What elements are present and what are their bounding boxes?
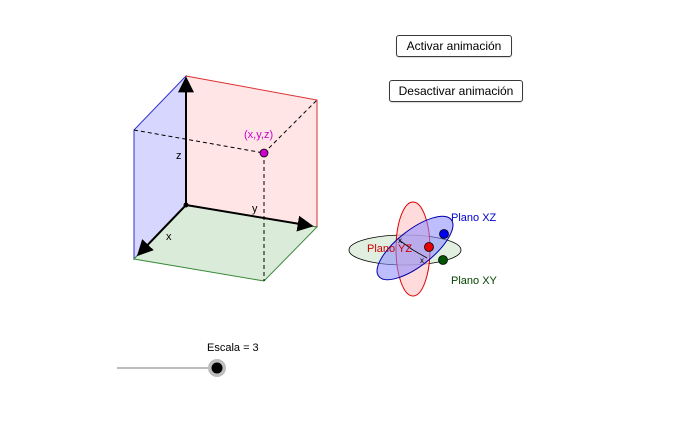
origin-point bbox=[183, 202, 189, 208]
diagram-cross-mark-1: x bbox=[398, 236, 402, 245]
point-xyz[interactable] bbox=[259, 148, 269, 158]
plane-yz-point[interactable] bbox=[424, 242, 434, 252]
y-axis-label: y bbox=[252, 203, 258, 215]
x-axis-label: x bbox=[166, 231, 172, 243]
desactivar-animacion-button[interactable]: Desactivar animación bbox=[389, 80, 523, 102]
plane-xz-ellipse bbox=[376, 215, 454, 281]
plane-xz-label: Plano XZ bbox=[451, 212, 497, 224]
plane-xz-point[interactable] bbox=[439, 229, 449, 239]
diagram-cross-mark-2: x bbox=[420, 256, 424, 265]
plane-xy-label: Plano XY bbox=[451, 275, 498, 287]
plane-xy-point[interactable] bbox=[438, 255, 448, 265]
activar-animacion-button[interactable]: Activar animación bbox=[396, 35, 512, 57]
plane-yz-label: Plano YZ bbox=[367, 243, 412, 255]
projection-line-top-left bbox=[133, 129, 265, 154]
y-axis bbox=[185, 204, 314, 232]
diagram-x-axis bbox=[398, 239, 414, 251]
diagram-y-axis bbox=[412, 249, 428, 259]
projection-line-top-right bbox=[263, 99, 318, 154]
planes-diagram: x x bbox=[348, 201, 462, 297]
slider-handle[interactable] bbox=[211, 362, 223, 374]
point-xyz-label: (x,y,z) bbox=[244, 129, 273, 141]
x-axis bbox=[136, 204, 187, 257]
slider-label: Escala = 3 bbox=[207, 342, 259, 354]
z-axis-label: z bbox=[176, 150, 182, 162]
